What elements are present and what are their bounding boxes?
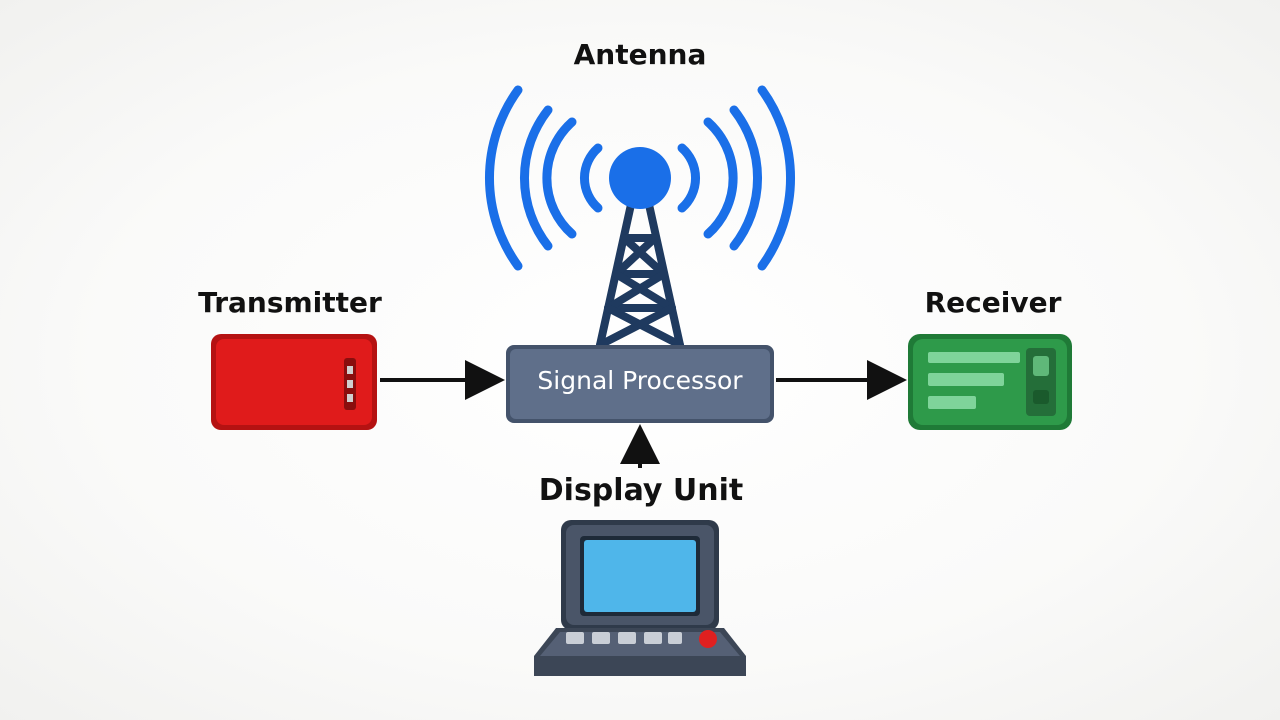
display-unit-label: Display Unit (538, 473, 744, 508)
receiver-label: Receiver (924, 286, 1062, 319)
wave-left-middle (542, 117, 577, 239)
wave-left-outer-2 (520, 105, 553, 251)
wave-left-inner (580, 143, 603, 213)
antenna-label: Antenna (573, 38, 707, 71)
transmitter-label: Transmitter (198, 286, 382, 319)
signal-processor-label: Signal Processor (537, 366, 743, 395)
wave-right-outer (757, 85, 795, 271)
display-terminal-icon (534, 520, 746, 676)
antenna-ball (609, 147, 671, 209)
receiver-device-icon (908, 334, 1072, 430)
transmitter-device-icon (211, 334, 377, 430)
radio-waves-icon (485, 85, 795, 271)
wave-right-inner (677, 143, 700, 213)
wave-right-middle (703, 117, 738, 239)
wave-right-outer-2 (729, 105, 762, 251)
wave-left-outer (485, 85, 523, 271)
radio-tower-icon (596, 196, 684, 349)
signal-processor-box (506, 345, 774, 423)
